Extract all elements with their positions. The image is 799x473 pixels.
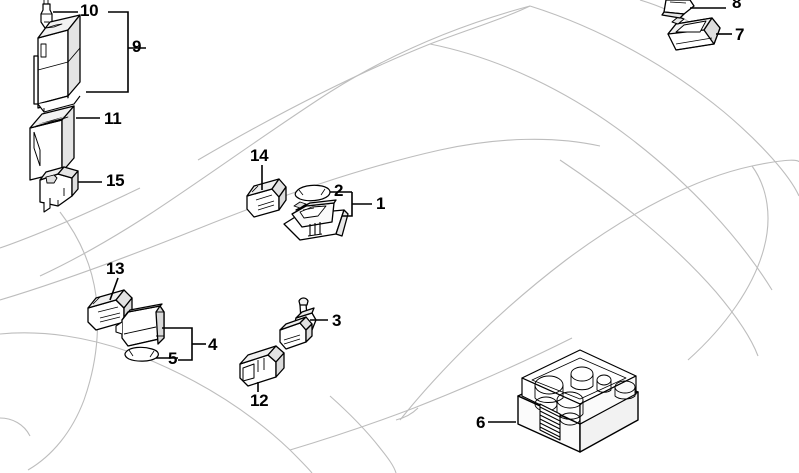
callout-label-11: 11 <box>104 109 122 128</box>
part-3-bulb-socket-connector <box>279 297 317 350</box>
part-14-roof-lamp-connector <box>246 178 287 218</box>
part-11-glove-box-lamp <box>29 105 75 181</box>
part-8-upper-lamp-lens <box>661 0 695 19</box>
callout-label-12: 12 <box>250 391 269 410</box>
callout-label-4: 4 <box>208 335 218 354</box>
callout-label-14: 14 <box>250 146 269 165</box>
leader-lines <box>53 7 732 423</box>
callout-label-5: 5 <box>168 349 178 368</box>
callout-label-6: 6 <box>476 413 486 432</box>
part-4-reading-lamp-assembly <box>115 303 165 347</box>
callout-label-1: 1 <box>376 194 386 213</box>
part-5-reading-lamp-bulb <box>124 346 159 362</box>
callout-label-3: 3 <box>332 311 342 330</box>
part-12-footwell-lamp <box>239 345 285 387</box>
hatched-vent-panel <box>539 403 561 441</box>
callout-label-7: 7 <box>735 25 745 44</box>
callout-label-2: 2 <box>334 181 344 200</box>
callout-label-10: 10 <box>80 1 99 20</box>
part-7-rear-courtesy-lamp <box>667 16 721 51</box>
callout-label-8: 8 <box>732 0 742 12</box>
callout-label-15: 15 <box>106 171 125 190</box>
part-1-interior-lamp-assembly <box>283 199 349 241</box>
callout-label-9: 9 <box>132 37 142 56</box>
part-6-bulb-storage-box <box>517 349 639 453</box>
callout-label-13: 13 <box>106 259 125 278</box>
part-2-festoon-bulb <box>294 184 331 202</box>
part-9-center-console-lamp-unit <box>33 14 81 113</box>
part-15-lamp-bracket-clip <box>39 166 79 213</box>
